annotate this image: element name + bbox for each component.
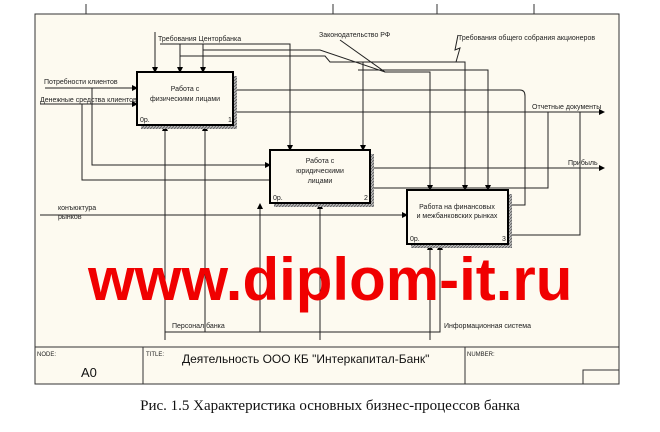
box2-label-2: юридическими [296,168,344,175]
box3-cost: 0р. [410,236,420,243]
box3-number: 3 [502,236,506,243]
watermark: www.diplom-it.ru [88,246,573,313]
box2-cost: 0р. [273,195,283,202]
arrow-label-profit: Прибыль [568,159,598,167]
figure-caption: Рис. 1.5 Характеристика основных бизнес-… [140,398,520,414]
node-value: A0 [81,365,97,380]
title-label: TITLE: [146,352,164,358]
box1-label-2: физическими лицами [150,96,220,103]
arrow-label-market-1: конъюктура [58,205,96,212]
node-label: NODE: [37,352,56,358]
arrow-label-money: Денежные средства клиентов [40,97,137,104]
arrow-label-cb: Требования Центорбанка [158,35,241,43]
box3-label-1: Работа на финансовых [419,203,495,211]
box1-number: 1 [228,117,232,124]
activity-box-1[interactable] [136,71,237,129]
arrow-label-reports: Отчетные документы [532,104,601,111]
arrow-label-staff: Персонал банка [172,322,225,330]
arrow-label-law: Законодательство РФ [319,32,390,39]
box2-label-1: Работа с [306,157,335,165]
box2-label-3: лицами [308,178,333,185]
arrow-label-needs: Потребности клиентов [44,78,118,86]
number-label: NUMBER: [467,352,495,358]
activity-box-2[interactable] [269,149,374,207]
arrow-lines [40,32,605,340]
box3-label-2: и межбанковских рынках [417,212,498,220]
box2-number: 2 [364,195,368,202]
title-block: NODE: A0 TITLE: Деятельность ООО КБ "Инт… [35,346,620,385]
arrow-label-shareholders: Требования общего собрания акционеров [458,34,595,42]
arrow-label-is: Информационная система [444,323,531,330]
arrow-label-market-2: рынков [58,214,82,221]
box1-cost: 0р. [140,117,150,124]
box1-label-1: Работа с [171,85,200,93]
title-value: Деятельность ООО КБ "Интеркапитал-Банк" [182,352,429,366]
activity-box-3[interactable] [406,189,512,248]
